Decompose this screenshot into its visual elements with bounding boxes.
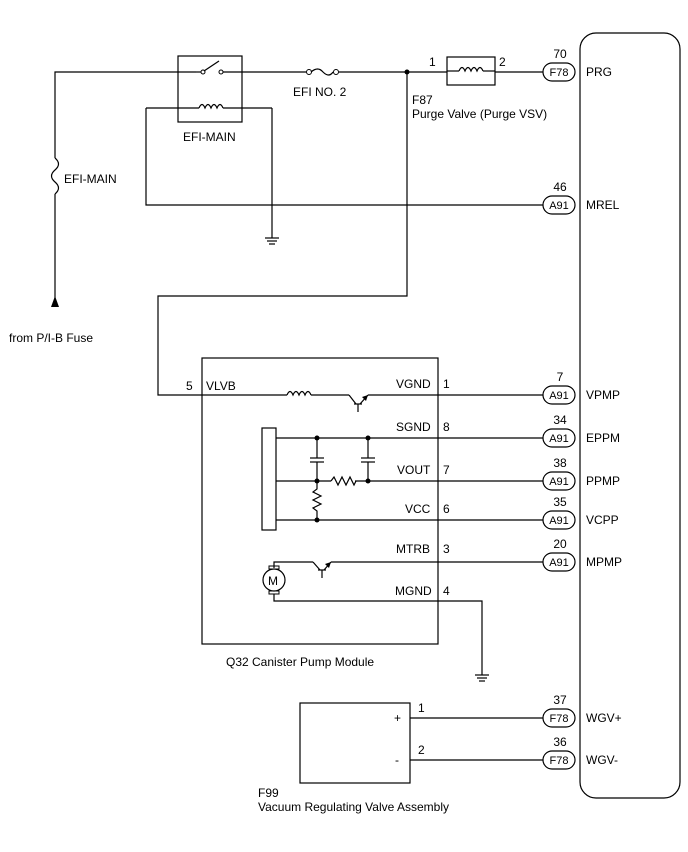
ecm-pin-number: 36	[553, 735, 567, 749]
relay-label: EFI-MAIN	[183, 130, 236, 144]
vacuum-regulating-valve	[299, 702, 411, 784]
pump-pin-name: SGND	[396, 420, 431, 434]
ecm-connector-id: A91	[549, 200, 569, 212]
efi-main-fuse-label: EFI-MAIN	[64, 172, 117, 186]
ecm-pin-number: 46	[553, 180, 567, 194]
ecm-pin-number: 7	[557, 370, 564, 384]
ecm-terminal-name: PPMP	[586, 474, 620, 488]
purge-valve-id: F87	[412, 93, 433, 107]
pump-pin-num: 6	[443, 502, 450, 516]
vrv-id: F99	[258, 786, 279, 800]
ground-icon	[265, 237, 279, 245]
ecm-pin-number: 37	[553, 693, 567, 707]
pump-pin-num: 3	[443, 542, 450, 556]
ecm-connector-id: F78	[550, 713, 569, 725]
vrv-minus: -	[395, 753, 399, 767]
feed-arrow-icon	[51, 296, 59, 307]
ecm-body	[579, 32, 681, 799]
ecm-pin-number: 70	[553, 47, 567, 61]
efi-no2-fuse	[306, 68, 339, 76]
pump-pin-num: 4	[443, 584, 450, 598]
pump-pin-num: 7	[443, 463, 450, 477]
ecm-terminal-name: MPMP	[586, 555, 622, 569]
efi-no2-label: EFI NO. 2	[293, 85, 347, 99]
ecm-connector-id: A91	[549, 557, 569, 569]
svg-text:M: M	[268, 574, 278, 588]
ecm-terminal-name: EPPM	[586, 431, 620, 445]
ecm-connector-id: A91	[549, 515, 569, 527]
pump-pin-name: MTRB	[396, 542, 430, 556]
pump-pin-name: VOUT	[397, 463, 431, 477]
ground-icon	[475, 674, 489, 682]
purge-valve	[446, 56, 496, 86]
ecm-terminal-name: VPMP	[586, 388, 620, 402]
vrv-name: Vacuum Regulating Valve Assembly	[258, 800, 449, 814]
canister-pump-module	[201, 357, 439, 645]
pump-pin-name: VGND	[396, 377, 431, 391]
pump-pin-name: VCC	[405, 502, 431, 516]
ecm-terminal-name: VCPP	[586, 513, 619, 527]
ecm-pin-number: 35	[553, 495, 567, 509]
pump-pin-5-num: 5	[186, 379, 193, 393]
ecm-connector-id: F78	[550, 67, 569, 79]
pressure-sensor	[261, 427, 543, 531]
ecm-terminal-name: MREL	[586, 198, 620, 212]
vrv-pin-1: 1	[418, 701, 425, 715]
ecm-pin-number: 38	[553, 456, 567, 470]
pump-pin-num: 8	[443, 420, 450, 434]
ecm-connector-id: A91	[549, 433, 569, 445]
ecm-terminal-name: PRG	[586, 65, 612, 79]
pump-pin-name: MGND	[395, 584, 432, 598]
pump-motor: M	[262, 561, 543, 675]
purge-pin-1: 1	[429, 55, 436, 69]
from-fuse-label: from P/I-B Fuse	[9, 331, 93, 345]
power-feed	[48, 71, 196, 307]
ecm-pin-number: 34	[553, 413, 567, 427]
ecm-terminal-name: WGV-	[586, 753, 618, 767]
efi-main-relay	[146, 55, 272, 123]
ecm-connector-id: A91	[549, 390, 569, 402]
ecm-connector-id: A91	[549, 476, 569, 488]
vrv-plus: +	[394, 711, 401, 725]
ecm-pin-number: 20	[553, 537, 567, 551]
pump-pin-vlvb: VLVB	[206, 379, 236, 393]
ecm-connector-id: F78	[550, 755, 569, 767]
pump-module-label: Q32 Canister Pump Module	[226, 655, 374, 669]
purge-valve-name: Purge Valve (Purge VSV)	[412, 107, 547, 121]
vrv-pin-2: 2	[418, 743, 425, 757]
pump-pin-num: 1	[443, 377, 450, 391]
ecm-terminal-name: WGV+	[586, 711, 622, 725]
purge-pin-2: 2	[499, 55, 506, 69]
pump-pin-labels: VGND 1 SGND 8 VOUT 7 VCC 6 MTRB 3 MGND 4	[395, 377, 450, 598]
valve-driver	[286, 390, 543, 412]
